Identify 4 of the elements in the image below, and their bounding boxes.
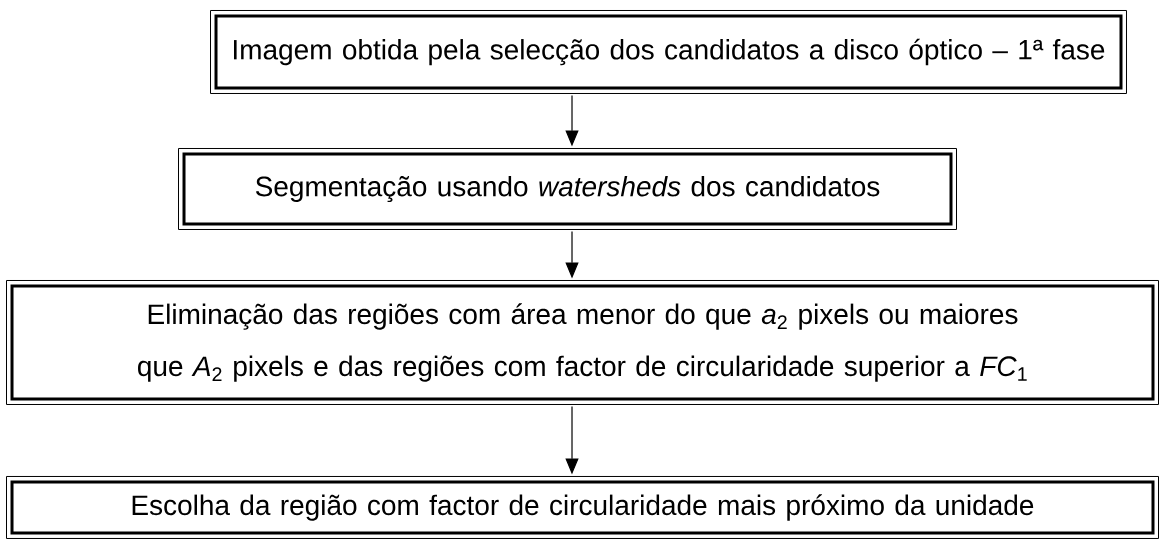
process-box: Eliminação das regiões com área menor do que a$_{2}$ pixels ou maiores que A$_{2}$ pixels e das regiões com factor de circularidade superior a FC$_{1}$ bbox=[6, 280, 1159, 405]
process-box: Segmentação usando watersheds dos candidatos bbox=[178, 148, 957, 230]
process-box: Escolha da região com factor de circularidade mais próximo da unidade bbox=[6, 476, 1159, 539]
process-box: Imagem obtida pela selecção dos candidatos a disco óptico – 1ª fase bbox=[210, 10, 1127, 94]
